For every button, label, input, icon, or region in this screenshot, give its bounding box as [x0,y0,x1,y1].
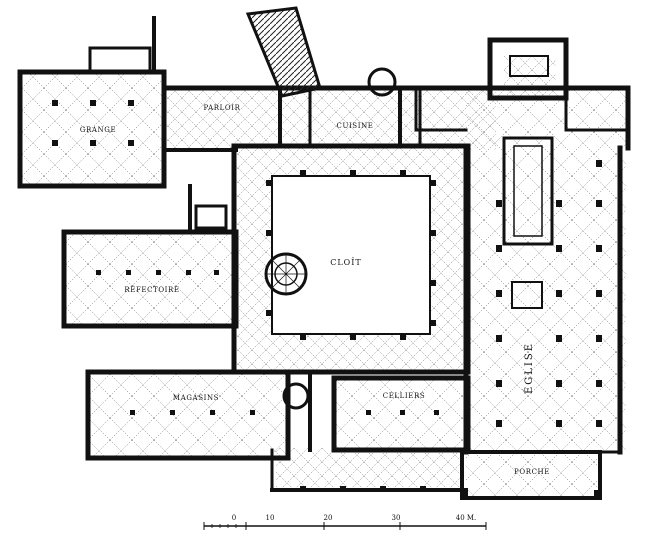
label-porche: PORCHE [514,468,550,476]
label-cloitre: CLOÎT [330,258,362,267]
label-magasins: MAGASINS [173,394,219,402]
scale-tick-10: 10 [266,514,275,522]
vault-fills [22,56,626,498]
scale-tick-40: 40 M. [456,514,477,522]
scale-tick-30: 30 [392,514,401,522]
spiral-stair [282,382,310,410]
kitchen-chimney [367,67,397,97]
label-parloir: PARLOIR [203,104,240,112]
label-celliers: CELLIERS [383,392,426,400]
label-cuisine: CUISINE [336,122,373,130]
scale-bar: 0 10 20 30 40 M. [203,514,487,530]
label-eglise: ÉGLISE [523,342,535,394]
lavabo-fountain [264,252,308,296]
cloister-garth [271,175,431,335]
scale-tick-0: 0 [232,514,236,522]
scale-tick-20: 20 [324,514,333,522]
piers [52,100,602,498]
north-stair [245,6,322,98]
walls [17,16,631,500]
label-grange: GRANGE [80,126,116,134]
label-refectoire: RÉFECTOIRE [124,285,179,294]
